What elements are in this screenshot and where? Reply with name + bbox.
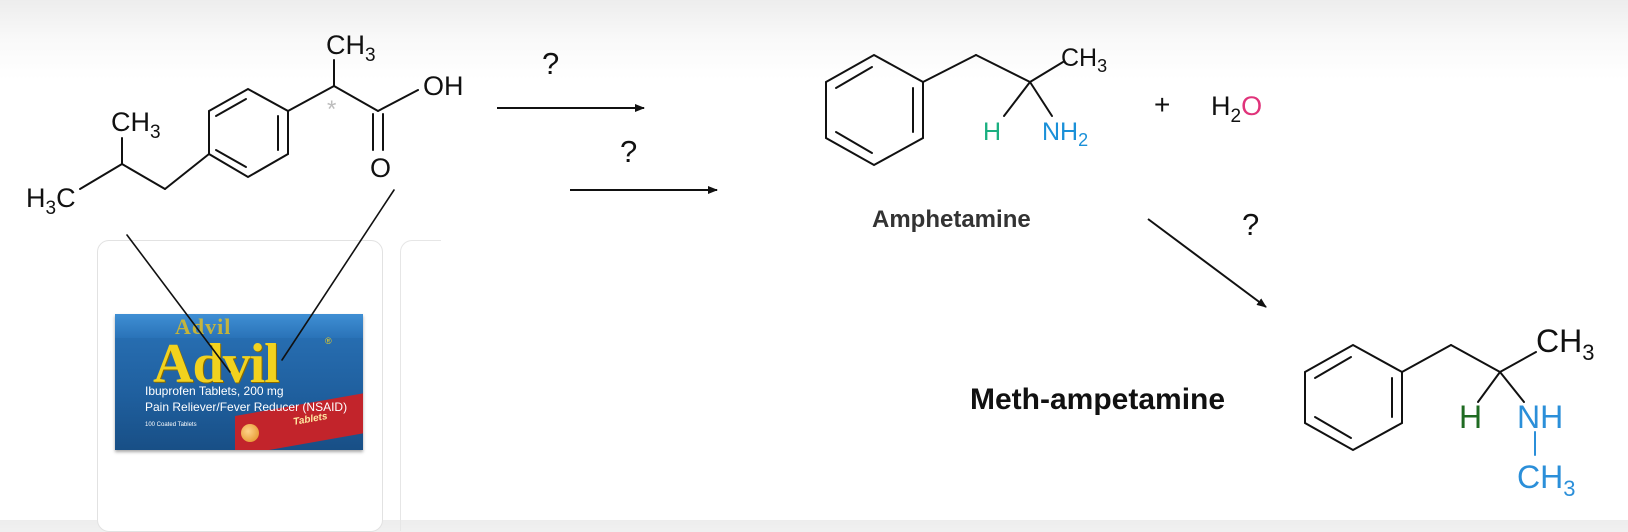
ibuprofen-h3c: H3C <box>26 183 76 219</box>
reaction-arrow-3 <box>1147 218 1267 308</box>
methamphetamine-ring <box>1304 343 1403 452</box>
arrow-2-question: ? <box>620 134 637 169</box>
advil-box-top <box>115 314 363 338</box>
bond <box>975 54 1031 83</box>
ibuprofen-ch3-top: CH3 <box>326 30 376 66</box>
advil-line-1: Ibuprofen Tablets, 200 mg <box>145 384 284 398</box>
methamphetamine-ch3-bottom: CH3 <box>1517 459 1575 501</box>
bond <box>1003 81 1031 117</box>
amphetamine-label: Amphetamine <box>872 206 1031 233</box>
amphetamine-nh2: NH2 <box>1042 118 1088 150</box>
bond <box>1499 371 1525 403</box>
plus-sign: + <box>1154 89 1170 120</box>
amphetamine-ring <box>825 53 924 167</box>
ring-double-bond <box>215 98 247 117</box>
bond <box>1401 344 1452 373</box>
ibuprofen-ch3-left: CH3 <box>111 107 161 143</box>
registered-mark: ® <box>325 336 332 346</box>
arrow-3-question: ? <box>1242 207 1259 242</box>
methamphetamine-nh: NH <box>1517 399 1563 435</box>
arrow-1-question: ? <box>542 46 559 81</box>
bond <box>1450 344 1501 373</box>
amphetamine-h: H <box>983 118 1001 146</box>
chiral-center-marker: * <box>327 96 336 123</box>
ibuprofen-o: O <box>370 153 391 183</box>
advil-line-2: Pain Reliever/Fever Reducer (NSAID) <box>145 400 348 414</box>
water-formula: H2O <box>1211 91 1262 127</box>
bond <box>1477 371 1501 403</box>
ring-double-bond <box>215 149 247 168</box>
methamphetamine-h: H <box>1459 399 1482 435</box>
bond <box>121 163 166 190</box>
ring-double-bond <box>1314 356 1352 379</box>
ring-double-bond <box>835 66 873 89</box>
methamphetamine-label: Meth-ampetamine <box>970 383 1225 416</box>
amphetamine-structure <box>825 53 1064 167</box>
bond <box>1029 81 1053 117</box>
leader-line-right <box>281 189 395 361</box>
methamphetamine-structure <box>1304 343 1537 456</box>
bond <box>79 163 123 190</box>
bond <box>377 89 419 112</box>
bond <box>1499 351 1537 373</box>
product-card-partial <box>400 240 441 531</box>
bond <box>333 85 379 112</box>
leader-line-left <box>126 234 231 373</box>
bond <box>164 153 210 190</box>
advil-brand: Advil <box>153 333 280 395</box>
pill-icon <box>241 424 259 442</box>
amphetamine-ch3: CH3 <box>1061 44 1107 76</box>
ring-double-bond <box>1314 416 1352 439</box>
advil-product-image: Advil Advil ® Ibuprofen Tablets, 200 mg … <box>115 314 363 450</box>
ibuprofen-oh: OH <box>423 71 464 101</box>
advil-count: 100 Coated Tablets <box>145 422 197 428</box>
ibuprofen-ring <box>208 87 289 179</box>
bond <box>1029 61 1064 83</box>
methamphetamine-ch3-top: CH3 <box>1536 323 1594 365</box>
reaction-scheme: CH3 CH3 H3C OH O * ? ? ? CH3 H NH2 + H2O… <box>26 30 1594 501</box>
bond <box>287 85 335 112</box>
ibuprofen-structure <box>79 59 419 373</box>
bond <box>922 54 977 83</box>
ring-double-bond <box>835 131 873 154</box>
